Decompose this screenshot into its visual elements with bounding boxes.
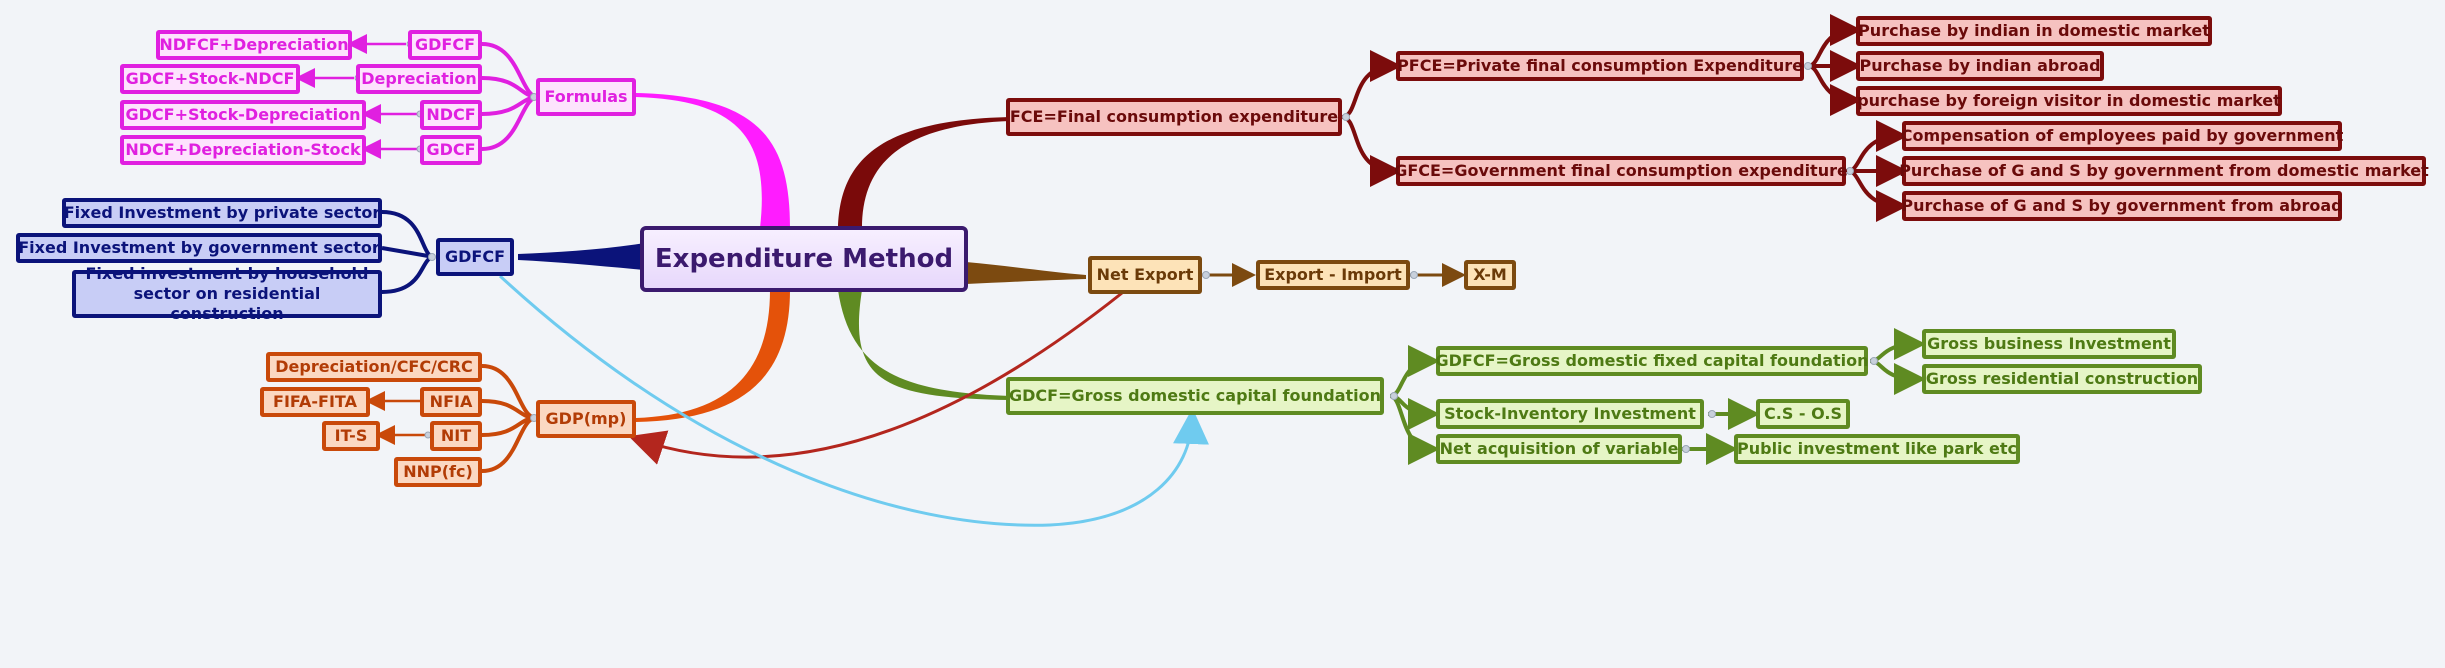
- cs-minus-os[interactable]: C.S - O.S: [1756, 399, 1850, 429]
- net-acquisition-node[interactable]: Net acquisition of variable: [1436, 434, 1682, 464]
- formula-value-ndfcf-depreciation[interactable]: NDFCF+Depreciation: [156, 30, 352, 60]
- pfce-item-indian-domestic[interactable]: Purchase by indian in domestic market: [1856, 16, 2212, 46]
- gdp-it-s[interactable]: IT-S: [322, 421, 380, 451]
- branch-gdcf: [838, 290, 1010, 400]
- gdp-nit[interactable]: NIT: [430, 421, 482, 451]
- root-node[interactable]: Expenditure Method: [640, 226, 968, 292]
- gdp-nnp-fc[interactable]: NNP(fc): [394, 457, 482, 487]
- gdp-depreciation-cfc-crc[interactable]: Depreciation/CFC/CRC: [266, 352, 482, 382]
- root-label: Expenditure Method: [654, 243, 954, 274]
- stock-inventory-node[interactable]: Stock-Inventory Investment: [1436, 399, 1704, 429]
- branch-formulas: [636, 93, 790, 228]
- formula-value-gdcf-stock-depreciation[interactable]: GDCF+Stock-Depreciation: [120, 100, 366, 130]
- pfce-item-indian-abroad[interactable]: Purchase by indian abroad: [1856, 51, 2104, 81]
- fixed-investment-private[interactable]: Fixed Investment by private sector: [62, 198, 382, 228]
- x-minus-m[interactable]: X-M: [1464, 260, 1516, 290]
- gdp-fifa-fita[interactable]: FIFA-FITA: [260, 387, 370, 417]
- formula-key-depreciation[interactable]: Depreciation: [356, 64, 482, 94]
- gross-business-investment[interactable]: Gross business Investment: [1922, 329, 2176, 359]
- gdcf-node[interactable]: GDCF=Gross domestic capital foundation: [1006, 377, 1384, 415]
- net-export-node[interactable]: Net Export: [1088, 256, 1202, 294]
- gfce-item-abroad[interactable]: Purchase of G and S by government from a…: [1901, 191, 2343, 221]
- fixed-investment-government[interactable]: Fixed Investment by government sector: [16, 233, 382, 263]
- branch-net-export: [966, 262, 1086, 284]
- gfce-node[interactable]: GFCE=Government final consumption expend…: [1394, 156, 1848, 186]
- branch-fce: [838, 117, 1010, 228]
- formula-key-ndcf[interactable]: NDCF: [420, 100, 482, 130]
- formulas-node[interactable]: Formulas: [536, 78, 636, 116]
- branch-gdfcf-left: [518, 243, 645, 270]
- pfce-item-foreign-visitor[interactable]: purchase by foreign visitor in domestic …: [1856, 86, 2282, 116]
- cross-link-gdfcf-to-gdcf: [498, 274, 1210, 527]
- gfce-item-compensation[interactable]: Compensation of employees paid by govern…: [1901, 121, 2343, 151]
- fce-node[interactable]: FCE=Final consumption expenditure: [1006, 98, 1342, 136]
- gfce-item-domestic-market[interactable]: Purchase of G and S by government from d…: [1899, 156, 2429, 186]
- pfce-node[interactable]: PFCE=Private final consumption Expenditu…: [1396, 51, 1804, 81]
- gdp-nfia[interactable]: NFIA: [420, 387, 482, 417]
- gdp-node[interactable]: GDP(mp): [536, 400, 636, 438]
- gross-residential-construction[interactable]: Gross residential construction: [1922, 364, 2202, 394]
- fixed-investment-household[interactable]: Fixed investment by household sector on …: [72, 264, 382, 323]
- gdcf-gdfcf-node[interactable]: GDFCF=Gross domestic fixed capital found…: [1436, 346, 1869, 376]
- formula-key-gdfcf[interactable]: GDFCF: [408, 30, 482, 60]
- public-investment-park[interactable]: Public investment like park etc: [1734, 434, 2020, 464]
- gdfcf-left-node[interactable]: GDFCF: [436, 238, 514, 276]
- branch-gdp: [636, 290, 790, 422]
- cross-link-net-export-to-gdp: [628, 291, 1123, 465]
- formula-value-ndcf-depreciation-stock[interactable]: NDCF+Depreciation-Stock: [120, 135, 366, 165]
- formula-key-gdcf[interactable]: GDCF: [420, 135, 482, 165]
- export-minus-import[interactable]: Export - Import: [1256, 260, 1410, 290]
- formula-value-gdcf-stock-ndcf[interactable]: GDCF+Stock-NDCF: [120, 64, 300, 94]
